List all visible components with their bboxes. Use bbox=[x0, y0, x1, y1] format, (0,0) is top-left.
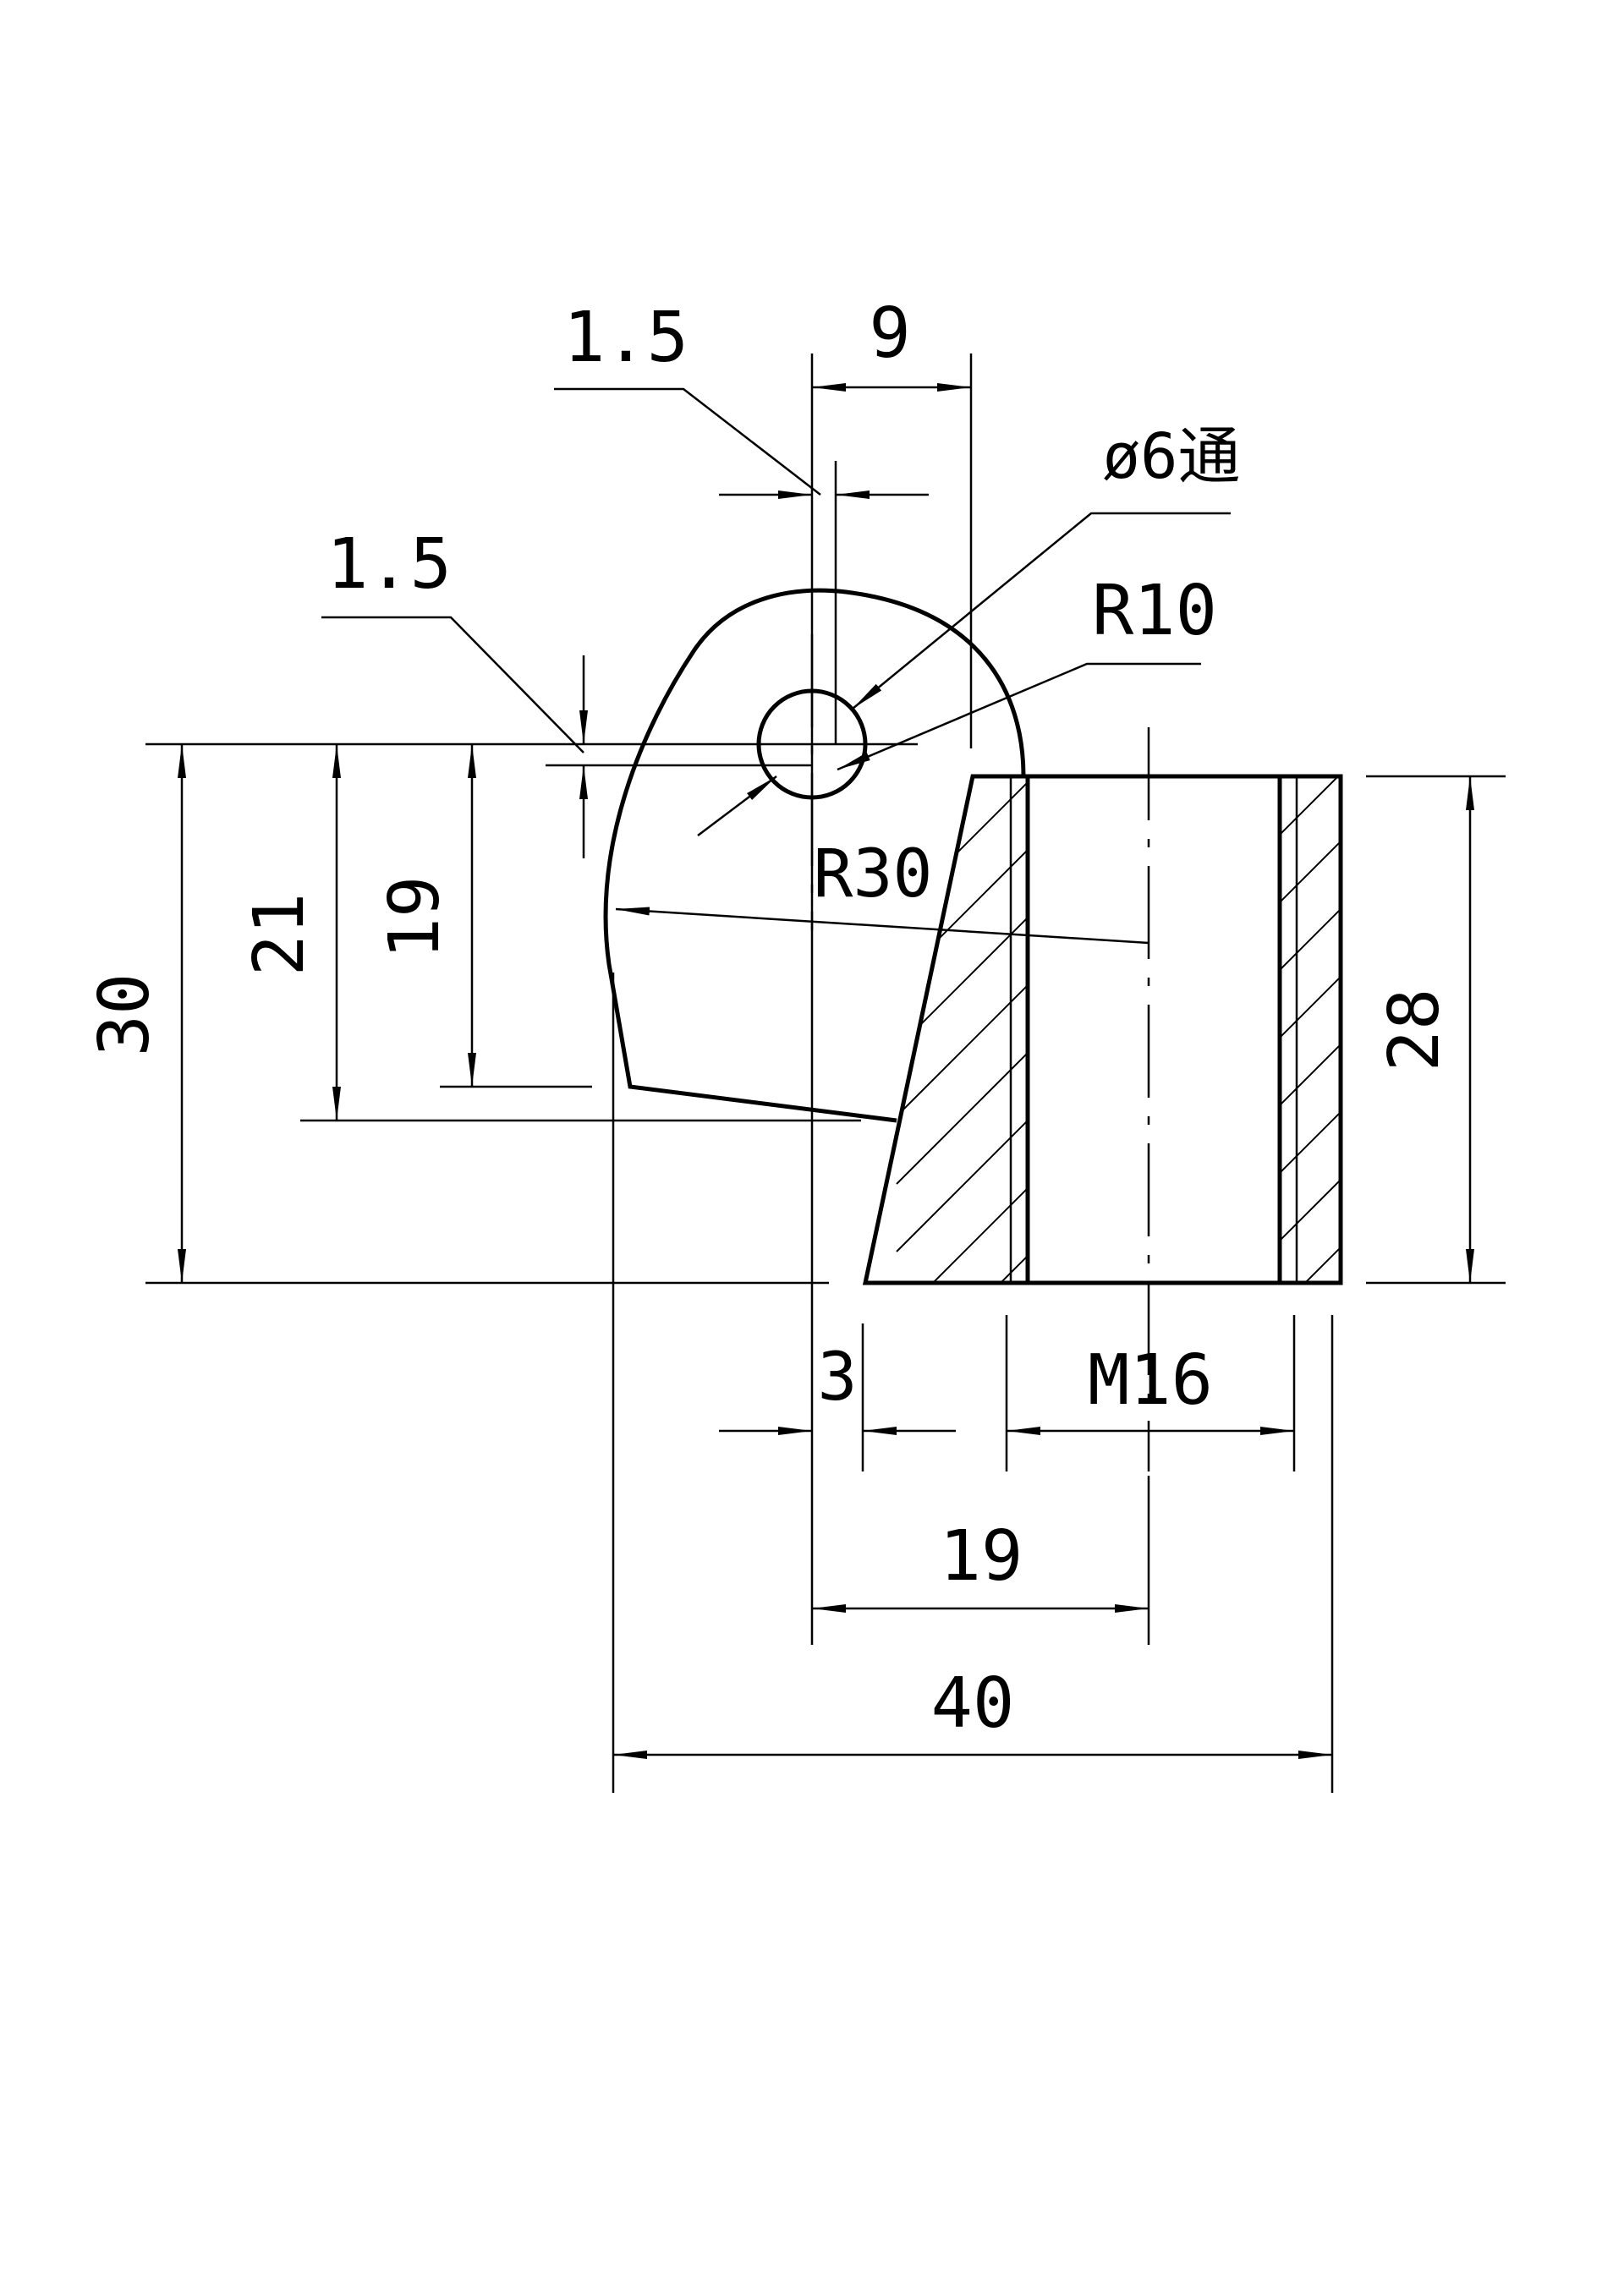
leader-r10 bbox=[837, 662, 1201, 771]
label-offset-3: 3 bbox=[818, 1340, 858, 1416]
label-right-height: 28 bbox=[1374, 989, 1455, 1072]
label-arc-radius: R30 bbox=[814, 836, 933, 912]
label-height-19: 19 bbox=[375, 876, 455, 960]
dimension-labels: 1.5 9 ø6通 1.5 R10 R30 30 21 19 28 3 M16 … bbox=[85, 293, 1455, 1744]
label-hole-diameter: ø6通 bbox=[1102, 420, 1240, 493]
section-hatching bbox=[865, 776, 1341, 1283]
body-outline bbox=[862, 774, 1343, 1285]
label-top-offset: 1.5 bbox=[563, 298, 689, 378]
leader-left-1-5 bbox=[321, 616, 584, 753]
label-top-width: 9 bbox=[869, 293, 910, 374]
label-thread: M16 bbox=[1088, 1340, 1213, 1421]
arm-profile bbox=[603, 588, 1026, 1123]
leader-hole-extension bbox=[697, 775, 777, 836]
extension-lines bbox=[145, 353, 1506, 1793]
dimension-lines bbox=[178, 383, 1474, 1759]
label-total-height: 30 bbox=[85, 973, 165, 1057]
label-total-width: 40 bbox=[931, 1663, 1015, 1744]
label-width-19: 19 bbox=[940, 1516, 1023, 1597]
label-hole-offset: 1.5 bbox=[326, 524, 452, 605]
label-height-21: 21 bbox=[239, 893, 320, 977]
leader-r30 bbox=[615, 907, 1149, 945]
part-outline bbox=[603, 588, 1343, 1285]
leader-hole bbox=[852, 512, 1231, 710]
leader-top-1-5 bbox=[554, 387, 821, 496]
label-fillet-radius: R10 bbox=[1092, 571, 1217, 651]
